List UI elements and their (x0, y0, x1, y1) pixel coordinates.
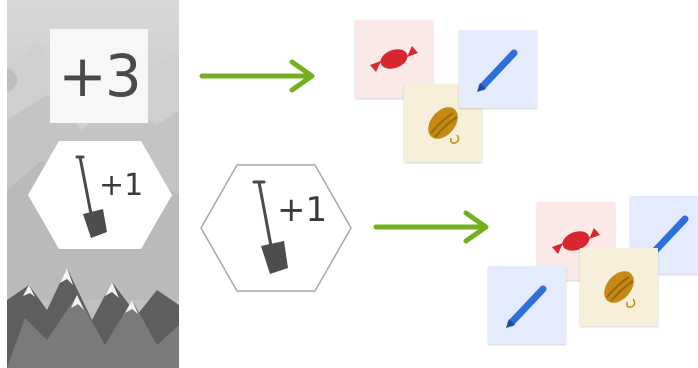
yarn-icon (604, 271, 636, 308)
shovel-icon (75, 155, 107, 238)
pencil-tile (459, 30, 537, 108)
candy-icon (370, 46, 418, 72)
mountain-background (7, 35, 179, 368)
bonus-card: +3 (50, 29, 148, 123)
yarn-tile (404, 84, 482, 162)
yarn-tile (580, 248, 658, 326)
arrow-right-icon (199, 59, 315, 93)
mountain-side-panel: +3 +1 (7, 0, 179, 368)
left-hex-token-value: +1 (99, 168, 144, 203)
yarn-icon (428, 107, 460, 144)
candy-icon (552, 228, 600, 254)
pencil-icon (506, 285, 547, 328)
arrow-right-icon (373, 210, 489, 244)
candy-tile (355, 20, 433, 98)
hex-token (200, 164, 352, 292)
pencil-tile (488, 266, 566, 344)
shovel-icon (252, 180, 288, 274)
pencil-icon (477, 49, 518, 92)
bonus-card-value: +3 (58, 42, 141, 110)
hex-token-value: +1 (277, 190, 328, 230)
